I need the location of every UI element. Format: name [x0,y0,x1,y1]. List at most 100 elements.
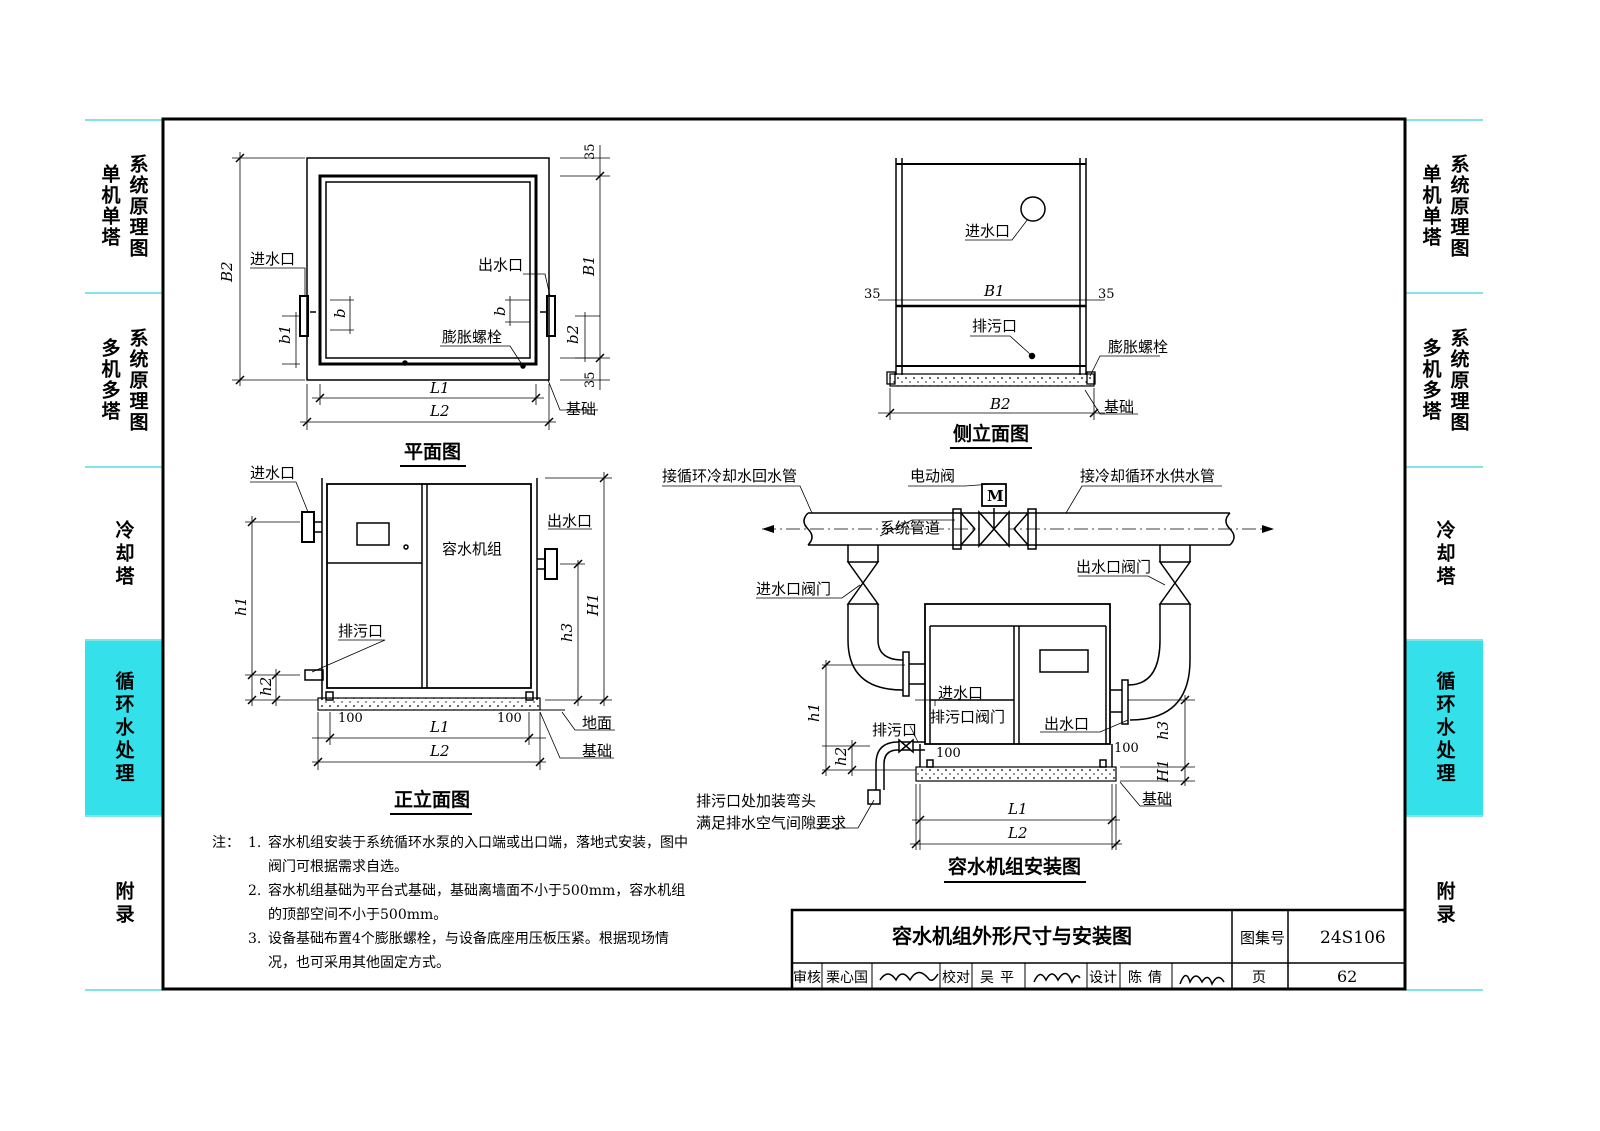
install-view-labels: 接循环冷却水回水管 接冷却循环水供水管 电动阀 M 系统管道 进水口阀门 出水口… [662,467,1215,878]
front-dim-h2: h2 [257,677,275,696]
checker-name: 吴平 [980,970,1020,986]
install-dim-h2: h2 [832,747,850,766]
install-dim-100-right: 100 [1114,741,1139,756]
side-tab-left-multi[interactable]: 多机多塔 系统原理图 [85,294,162,466]
note-number: 3. [248,931,262,947]
front-ground-label: 地面 [582,714,612,732]
side-tab-right-appendix[interactable]: 附录 [1406,818,1483,990]
plan-inlet-label: 进水口 [250,250,295,268]
note-text: 容水机组安装于系统循环水泵的入口端或出口端，落地式安装，图中阀门可根据需求自选。 [268,835,688,875]
front-dim-h3: h3 [558,623,576,642]
install-motor-valve-label: 电动阀 [910,467,955,485]
side-tab-right-multi[interactable]: 多机多塔 系统原理图 [1406,294,1483,466]
install-view [662,483,1274,850]
side-tab-left-water-treatment[interactable]: 循环水处理 [85,641,162,815]
side-tab-left-single[interactable]: 单机单塔 系统原理图 [85,120,162,292]
plan-view-labels: 进水口 出水口 膨胀螺栓 基础 L1 L2 B2 B1 35 35 b1 b b… [218,143,598,463]
side-dim-35-right: 35 [1098,287,1115,302]
front-unit-label: 容水机组 [442,540,502,558]
tab-text-col2: 单机单塔 [1418,164,1444,248]
front-dim-H1: H1 [584,593,602,617]
note-number: 2. [248,883,262,899]
side-bolt-label: 膨胀螺栓 [1108,338,1168,356]
install-dim-h3: h3 [1154,721,1172,740]
side-tab-right-single[interactable]: 单机单塔 系统原理图 [1406,120,1483,292]
install-system-pipe-label: 系统管道 [880,519,940,537]
atlas-label: 图集号 [1240,929,1285,947]
install-drain-label: 排污口 [872,721,917,739]
plan-dim-b-right: b [491,306,509,316]
tab-char: 循环水处理 [1433,670,1456,786]
plan-dim-B2: B2 [218,261,236,283]
side-tab-right-cooling-tower[interactable]: 冷却塔 [1406,468,1483,640]
front-dim-L1: L1 [429,718,450,736]
notes-lead: 注： [212,835,240,851]
plan-view-title: 平面图 [404,441,461,463]
plan-foundation-label: 基础 [566,400,596,418]
tab-text-col2: 多机多塔 [97,338,123,422]
install-drain-valve-label: 排污口阀门 [930,708,1005,726]
side-foundation-label: 基础 [1104,398,1134,416]
tab-text-col: 附录 [111,881,137,927]
plan-dim-L2: L2 [429,402,450,420]
side-dim-B1: B1 [983,282,1005,300]
install-dim-L1: L1 [1007,800,1028,818]
note-text: 设备基础布置4个膨胀螺栓，与设备底座用压板压紧。根据现场情况，也可采用其他固定方… [268,931,669,971]
title-block-text: 容水机组外形尺寸与安装图 图集号 24S106 审核 栗心国 校对 吴平 设计 … [793,924,1386,986]
tab-text-col1: 系统原理图 [1446,154,1472,259]
tab-char: 系统原理图 [1447,153,1470,259]
tab-char: 附录 [112,881,135,927]
side-tab-right-water-treatment[interactable]: 循环水处理 [1406,641,1483,815]
install-supply-pipe-label: 接冷却循环水供水管 [1080,467,1215,485]
install-dim-100-left: 100 [936,746,961,761]
notes-lead-spacer [212,879,248,927]
plan-dim-35-bottom: 35 [583,371,598,388]
install-dim-h1: h1 [805,703,823,722]
tab-char: 多机多塔 [1419,338,1442,422]
notes-section: 注： 1. 容水机组安装于系统循环水泵的入口端或出口端，落地式安装，图中阀门可根… [212,831,692,975]
install-drain-note-2: 满足排水空气间隙要求 [696,814,846,832]
tab-text-col: 循环水处理 [111,671,137,786]
atlas-number: 24S106 [1320,928,1386,948]
plan-dim-B1: B1 [580,255,598,277]
tab-char: 循环水处理 [112,670,135,786]
install-view-title: 容水机组安装图 [948,855,1081,878]
tab-char: 系统原理图 [1447,327,1470,433]
front-outlet-label: 出水口 [547,512,592,530]
side-view-labels: 进水口 排污口 膨胀螺栓 基础 B1 B2 35 35 侧立面图 [864,222,1168,445]
tab-char: 单机单塔 [98,164,121,248]
plan-dim-35-top: 35 [583,143,598,160]
side-tab-left-cooling-tower[interactable]: 冷却塔 [85,468,162,640]
front-dim-L2: L2 [429,742,450,760]
front-dim-h1: h1 [232,597,250,616]
side-dim-B2: B2 [989,395,1011,413]
design-label: 设计 [1089,970,1117,986]
front-view-labels: 进水口 出水口 排污口 容水机组 地面 基础 100 100 L1 L2 h1 … [232,464,612,811]
side-drain-label: 排污口 [972,317,1017,335]
install-dim-L2: L2 [1007,824,1028,842]
install-return-pipe-label: 接循环冷却水回水管 [662,467,797,485]
tab-text-col: 冷却塔 [1432,520,1458,589]
install-dim-H1: H1 [1154,759,1172,783]
tab-text-col: 冷却塔 [111,520,137,589]
plan-dim-L1: L1 [429,379,450,397]
side-inlet-label: 进水口 [965,222,1010,240]
title-block [790,908,1407,991]
page-label: 页 [1252,970,1266,986]
side-tab-left-appendix[interactable]: 附录 [85,818,162,990]
tab-char: 单机单塔 [1419,164,1442,248]
tab-char: 系统原理图 [126,327,149,433]
front-foundation-label: 基础 [582,742,612,760]
tab-text-col: 循环水处理 [1432,671,1458,786]
note-number: 1. [248,835,262,851]
notes-lead-spacer [212,927,248,975]
reviewer-name: 栗心国 [826,970,868,986]
tab-char: 系统原理图 [126,153,149,259]
front-view-title: 正立面图 [394,788,470,811]
tab-text-col1: 系统原理图 [125,154,151,259]
tab-char: 冷却塔 [112,519,135,589]
sheet-border [161,117,1407,991]
install-motor-symbol: M [987,487,1004,505]
plan-bolt-label: 膨胀螺栓 [442,328,502,346]
